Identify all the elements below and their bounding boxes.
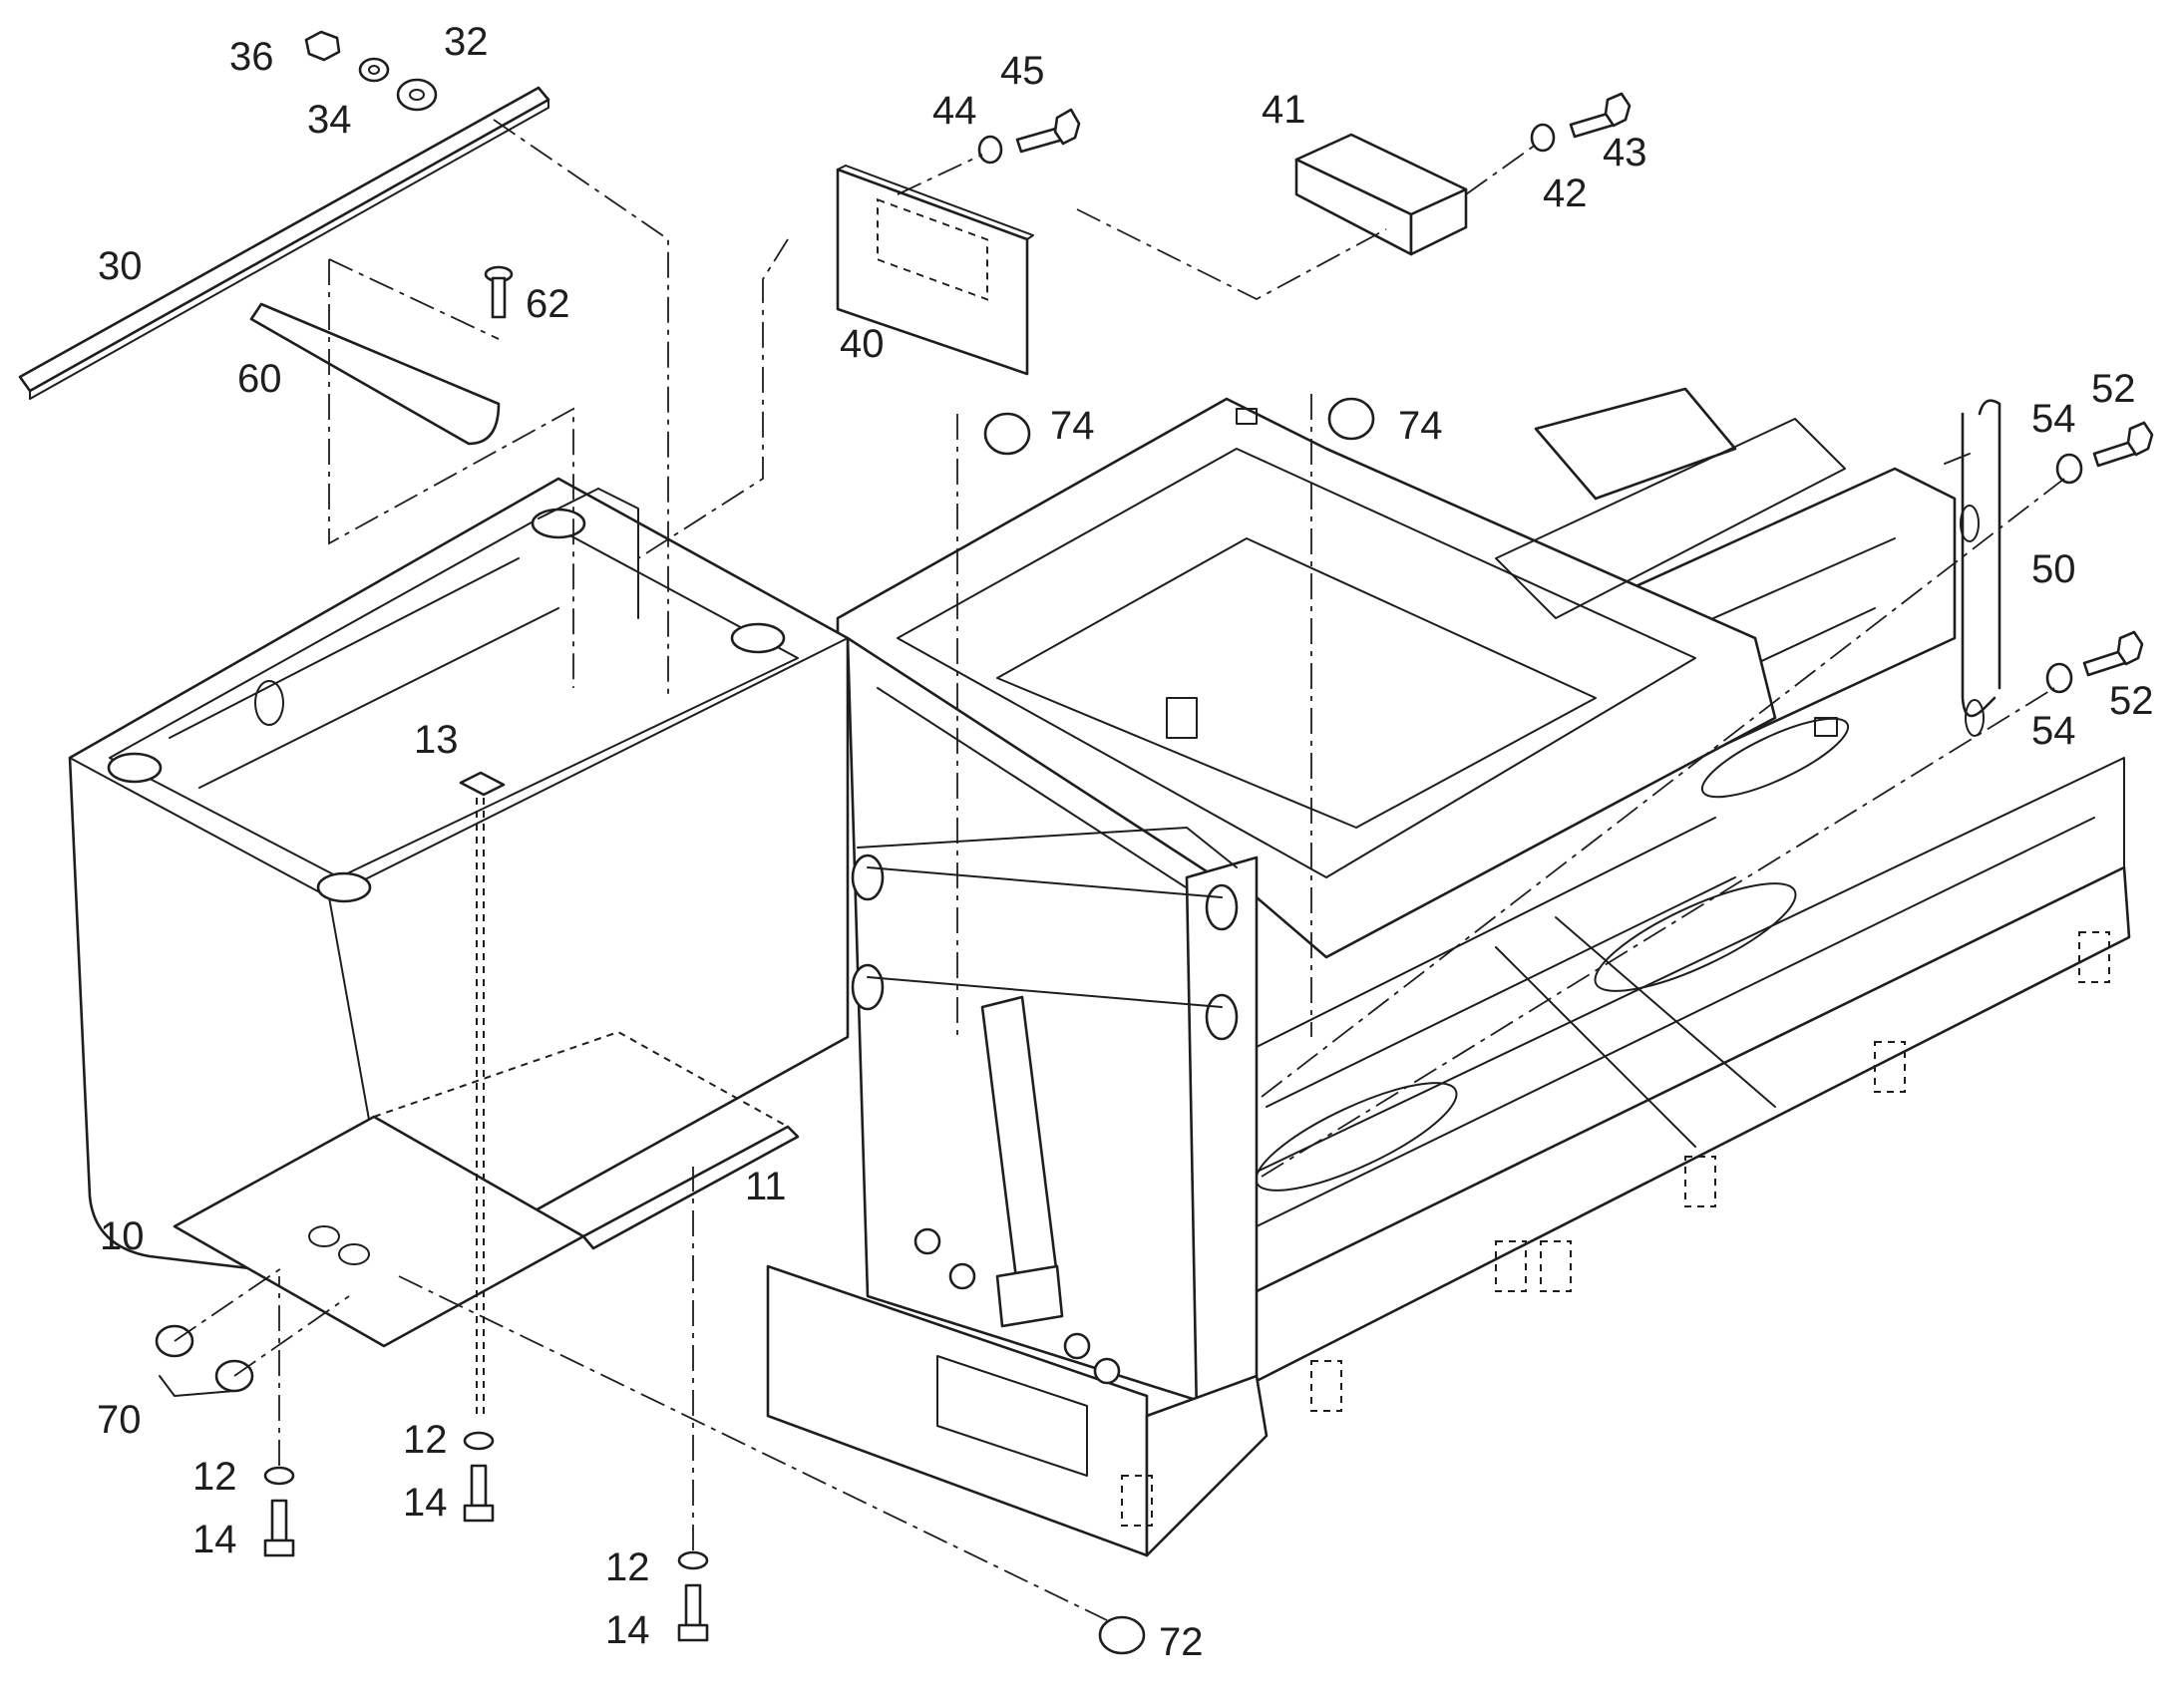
hardware-36-34-32 xyxy=(304,30,438,112)
callout-14-left: 14 xyxy=(192,1518,237,1561)
callout-60: 60 xyxy=(237,357,282,401)
plate-11 xyxy=(371,1030,800,1250)
callout-52-bottom: 52 xyxy=(2109,679,2154,723)
hardware-42-43 xyxy=(1530,92,1632,153)
bolts-12-14 xyxy=(263,1431,709,1642)
callout-36: 36 xyxy=(229,35,274,79)
callout-74-left: 74 xyxy=(1050,404,1095,448)
plate-40 xyxy=(836,165,1034,376)
bolt-62 xyxy=(484,265,514,319)
callout-52-top: 52 xyxy=(2091,367,2136,411)
callout-14-middle: 14 xyxy=(403,1481,448,1525)
callout-43: 43 xyxy=(1603,131,1647,174)
shield-60 xyxy=(249,302,501,446)
callout-42: 42 xyxy=(1543,171,1588,215)
callout-44: 44 xyxy=(932,89,977,133)
callout-14-right: 14 xyxy=(605,1608,650,1652)
caps-74 xyxy=(983,397,1375,456)
callout-12-left: 12 xyxy=(192,1455,237,1499)
cap-72 xyxy=(1098,1615,1146,1655)
callout-62: 62 xyxy=(526,282,570,326)
leader-lines xyxy=(174,119,2065,1621)
callout-54-bottom: 54 xyxy=(2031,709,2076,753)
callout-labels: 36 32 34 30 62 60 44 45 40 41 42 43 74 7… xyxy=(97,20,2154,1664)
hardware-44-45 xyxy=(977,108,1081,165)
callout-50: 50 xyxy=(2031,547,2076,591)
callout-34: 34 xyxy=(307,98,352,142)
main-frame xyxy=(766,387,2131,1557)
callout-40: 40 xyxy=(840,322,885,366)
callout-10: 10 xyxy=(100,1214,145,1258)
callout-13: 13 xyxy=(414,718,459,762)
spacer-13 xyxy=(459,771,506,797)
callout-11: 11 xyxy=(745,1165,787,1208)
callout-12-right: 12 xyxy=(605,1545,650,1589)
callout-74-right: 74 xyxy=(1398,404,1443,448)
fuel-tank xyxy=(68,477,850,1288)
callout-70: 70 xyxy=(97,1398,142,1442)
callout-72: 72 xyxy=(1159,1620,1204,1664)
callout-12-middle: 12 xyxy=(403,1418,448,1462)
plugs-70 xyxy=(155,1324,254,1397)
callout-41: 41 xyxy=(1262,88,1306,132)
callout-45: 45 xyxy=(1000,49,1045,93)
block-41 xyxy=(1294,133,1468,256)
bar-30 xyxy=(18,86,550,400)
callout-54-top: 54 xyxy=(2031,397,2076,441)
callout-30: 30 xyxy=(98,244,143,288)
hardware-54-52 xyxy=(2045,421,2154,694)
handle-50 xyxy=(1944,399,2001,737)
callout-32: 32 xyxy=(444,20,489,64)
